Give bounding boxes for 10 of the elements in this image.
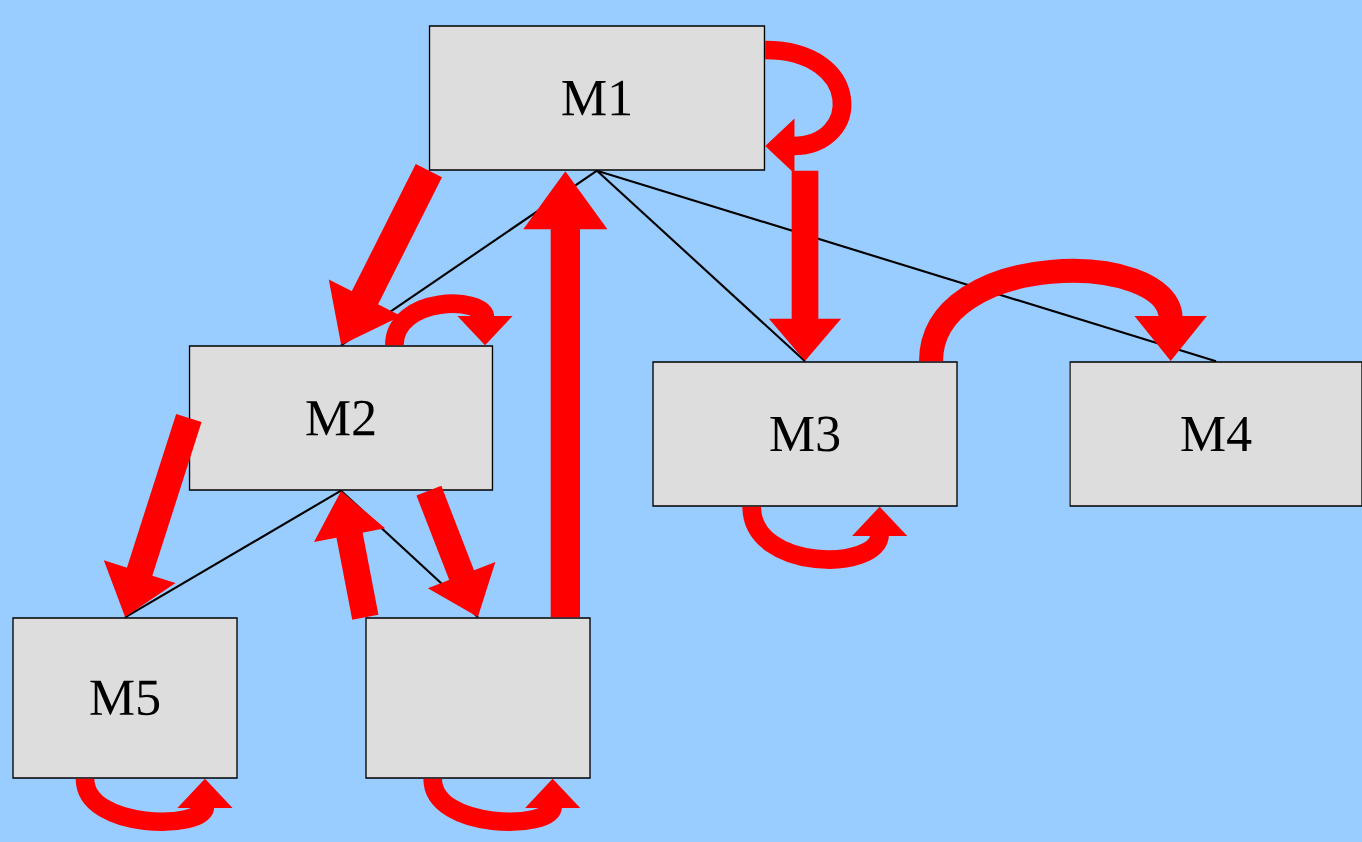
curved-arrow [764, 40, 851, 174]
connector-line [596, 169, 1217, 363]
connector-line [596, 169, 806, 363]
blank-box [365, 617, 591, 779]
tree-box: M5 [12, 617, 238, 779]
connector-line [124, 489, 342, 619]
tree-box: M2 [188, 345, 494, 491]
tree-box: M3 [652, 361, 958, 507]
tree-box: M1 [428, 25, 766, 171]
tree-box: M4 [1069, 361, 1362, 507]
